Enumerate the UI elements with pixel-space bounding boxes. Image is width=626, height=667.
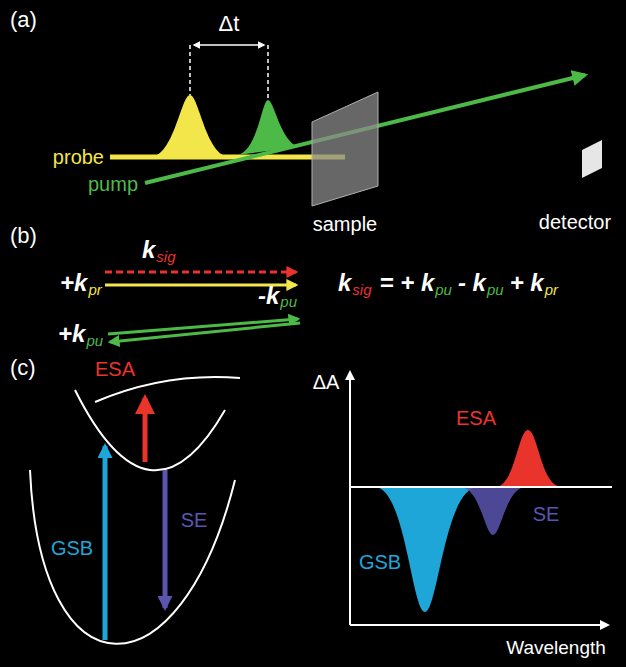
beam-label: pump (88, 173, 138, 195)
equation-term: k (338, 270, 351, 296)
signal-wavevector (105, 271, 296, 274)
axis-label: ΔA (313, 371, 340, 393)
excited-state-curve (75, 390, 225, 470)
equation-subscript: pu (487, 282, 504, 299)
wavevector-diagram (105, 272, 300, 342)
higher-state-curve (95, 377, 240, 402)
transition-label: SE (181, 509, 208, 531)
wavevector-symbol: +k (60, 270, 87, 296)
panel-letter: (b) (10, 224, 37, 248)
gsb-band (375, 487, 478, 612)
se-band (460, 487, 526, 535)
delay-marker (267, 45, 269, 100)
beam-label: probe (53, 146, 104, 168)
part-label: detector (539, 211, 611, 233)
equation-term: + k (510, 270, 544, 296)
pump-probe-setup (110, 45, 602, 206)
sample-plate (312, 92, 378, 206)
detector-plate (582, 140, 602, 178)
band-label: SE (533, 503, 560, 525)
energy-diagram (30, 377, 240, 644)
wavevector-symbol: -k (258, 283, 279, 309)
ground-state-curve (30, 470, 235, 644)
panel-letter: (c) (10, 356, 36, 380)
probe-pulse (150, 95, 230, 157)
wavevector-symbol: +k (58, 321, 85, 347)
zero-line (350, 486, 612, 488)
wavevector-subscript: sig (156, 249, 175, 266)
transition-label: GSB (51, 537, 93, 559)
esa-band (495, 430, 562, 487)
equation-term: - k (458, 270, 486, 296)
transition-label: ESA (95, 358, 135, 380)
delay-label: Δt (219, 12, 240, 36)
x-axis (350, 624, 608, 626)
band-label: GSB (359, 551, 401, 573)
esa-arrow (143, 398, 148, 462)
equation-subscript: sig (352, 282, 371, 299)
equation-subscript: pr (545, 282, 558, 299)
pump-pulse (238, 100, 298, 155)
axis-label: Wavelength (506, 638, 606, 659)
se-arrow (163, 470, 168, 608)
wavevector-subscript: pu (86, 333, 103, 350)
equation-term: = + k (380, 270, 435, 296)
wavevector-subscript: pu (280, 294, 297, 311)
panel-letter: (a) (10, 8, 37, 32)
delay-arrow (194, 44, 264, 46)
delay-marker (189, 45, 191, 95)
part-label: sample (313, 213, 377, 235)
signal-beam (345, 155, 585, 160)
wavevector-symbol: k (142, 237, 155, 263)
band-label: ESA (456, 407, 496, 429)
transient-spectrum (350, 372, 612, 625)
gsb-arrow (103, 446, 108, 640)
y-axis (349, 372, 351, 625)
equation-subscript: pu (435, 282, 452, 299)
pump-wavevector (110, 323, 300, 342)
wavevector-subscript: pr (88, 282, 101, 299)
